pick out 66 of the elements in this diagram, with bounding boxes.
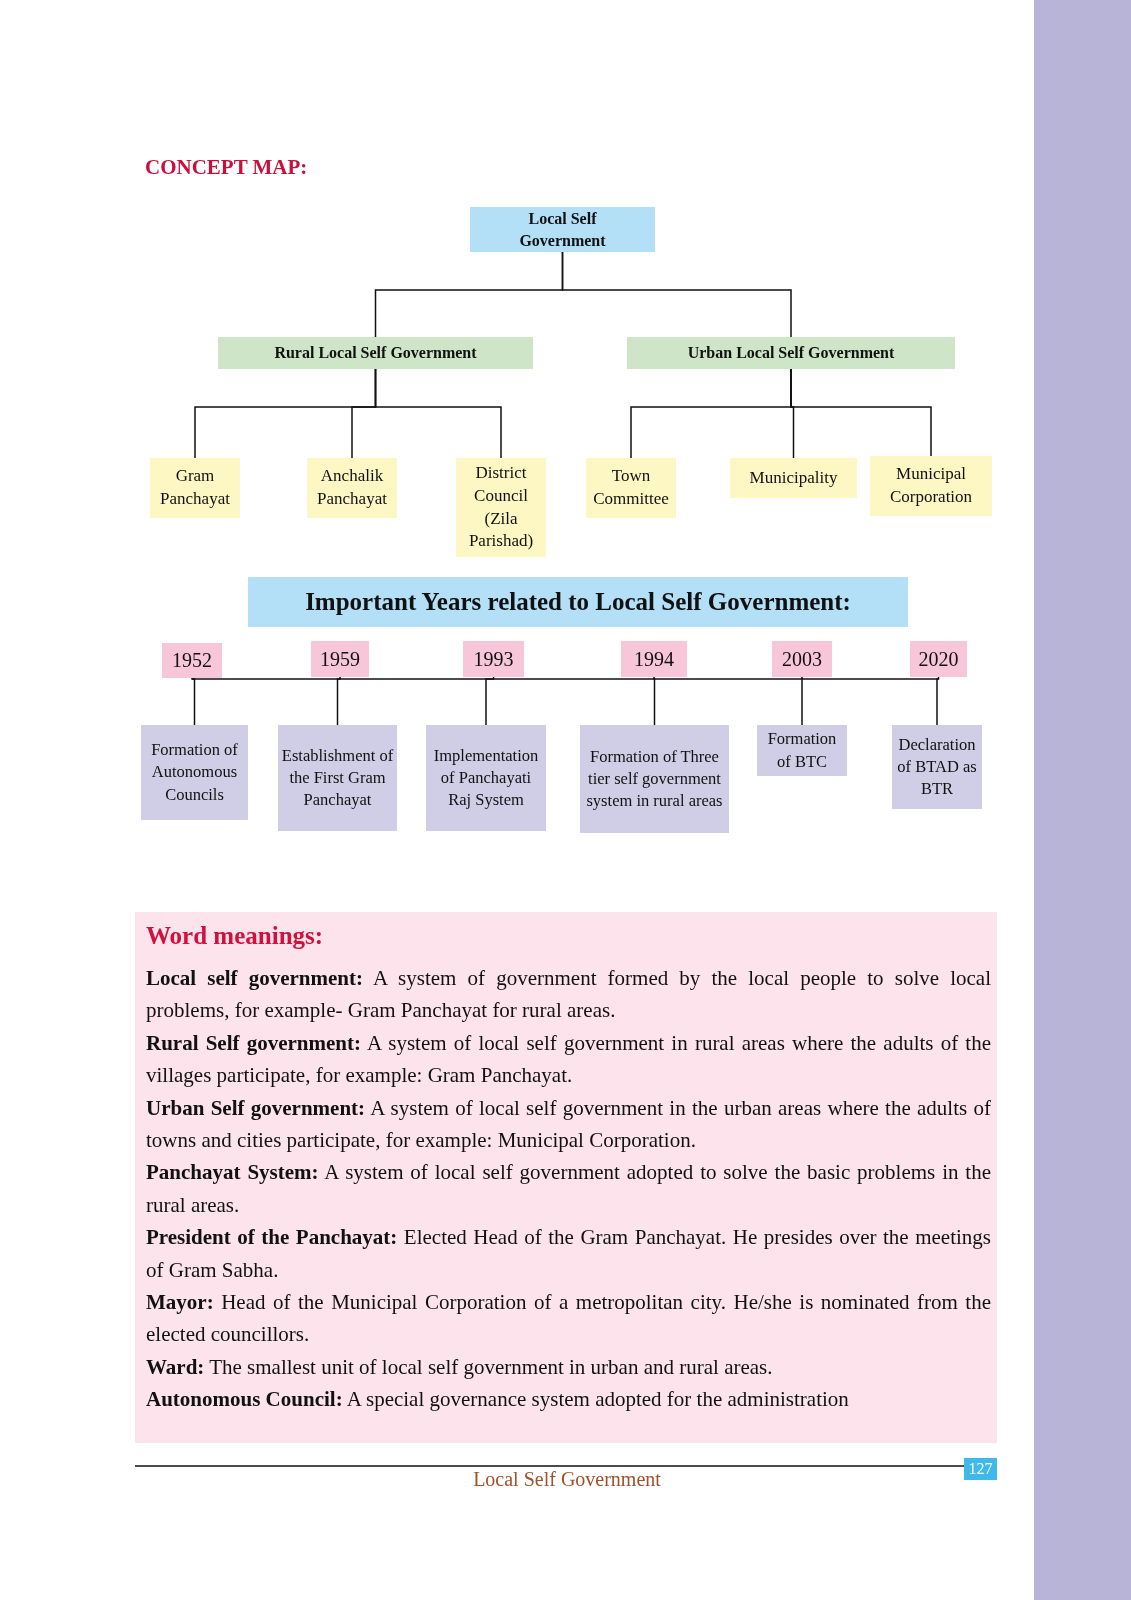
year-box xyxy=(772,641,832,677)
glossary-entry: Local self government: A system of government formed by the local people to solve local problems, for example- Gram Panchayat for rural areas. xyxy=(146,965,991,1025)
type-box xyxy=(870,456,992,516)
node-text: Urban Local Self Government xyxy=(686,343,896,364)
event-box xyxy=(278,725,397,831)
event-box xyxy=(757,725,847,776)
node-text: Local Self Government xyxy=(518,208,607,251)
node-text: Implementation of Panchayati Raj System xyxy=(432,744,540,812)
node-text: Declaration of BTAD as BTR xyxy=(896,733,978,801)
glossary-entry: Autonomous Council: A special governance system adopted for the administration xyxy=(146,1386,850,1414)
node-text: District Council (Zila Parishad) xyxy=(467,461,535,553)
node-text: Important Years related to Local Self Government: xyxy=(304,587,852,618)
glossary-entry: Mayor: Head of the Municipal Corporation of a metropolitan city. He/she is nominated from the elected councillors. xyxy=(146,1289,991,1349)
connector-line xyxy=(374,368,502,459)
connector-line xyxy=(191,677,196,726)
node-text: 2003 xyxy=(781,646,823,672)
type-box xyxy=(150,458,240,518)
node-text: Establishment of the First Gram Panchayat xyxy=(280,744,395,812)
node-text: 2020 xyxy=(917,646,960,672)
year-box xyxy=(463,641,524,677)
page-heading: CONCEPT MAP: xyxy=(145,155,308,180)
event-box xyxy=(580,725,729,833)
type-box xyxy=(730,458,857,498)
node-text: Gram Panchayat xyxy=(159,465,231,510)
glossary-entry: Panchayat System: A system of local self government adopted to solve the basic problems in the rural areas. xyxy=(146,1159,991,1219)
event-box xyxy=(426,725,546,831)
category-box xyxy=(218,337,533,369)
glossary-panel xyxy=(135,912,997,1443)
node-text: 1952 xyxy=(171,648,213,673)
panel-heading: Word meanings: xyxy=(146,921,325,951)
node-text: Formation of Autonomous Councils xyxy=(150,739,239,806)
node-text: Town Committee xyxy=(592,465,670,510)
page-number: 127 xyxy=(964,1458,997,1480)
type-box xyxy=(307,458,397,518)
year-box xyxy=(621,641,687,677)
node-text: Anchalik Panchayat xyxy=(316,465,388,510)
event-box xyxy=(892,725,982,809)
glossary-entry: Urban Self government: A system of local self government in the urban areas where the adults of towns and cities participate, for example: Municipal Corporation. xyxy=(146,1094,991,1155)
node-text: Formation of Three tier self government system in rural areas xyxy=(585,745,724,813)
node-text: Municipality xyxy=(748,466,839,489)
connector-line xyxy=(336,676,341,726)
node-text: 1994 xyxy=(633,646,675,672)
type-box xyxy=(586,458,676,518)
event-box xyxy=(141,725,248,820)
connector-line xyxy=(653,676,656,726)
year-box xyxy=(311,641,369,677)
connector-line xyxy=(561,251,792,338)
connector-line xyxy=(801,676,803,726)
node-text: Rural Local Self Government xyxy=(273,343,478,364)
glossary-entry: Ward: The smallest unit of local self government in urban and rural areas. xyxy=(146,1353,774,1381)
node-text: Formation of BTC xyxy=(766,728,838,773)
connector-line xyxy=(485,676,495,726)
node-text: 1959 xyxy=(319,646,361,672)
type-box xyxy=(456,458,546,557)
year-box xyxy=(910,641,967,677)
root-box xyxy=(470,207,655,252)
node-text: Municipal Corporation xyxy=(888,463,974,508)
section-banner xyxy=(248,577,908,627)
connector-line xyxy=(790,368,932,457)
footer-text: Local Self Government xyxy=(472,1468,662,1491)
node-text: 1993 xyxy=(472,646,515,672)
glossary-entry: Rural Self government: A system of local self government in rural areas where the adults of the villages participate, for example: Gram Panchayat. xyxy=(146,1029,991,1090)
category-box xyxy=(627,337,955,369)
glossary-entry: President of the Panchayat: Elected Head of the Gram Panchayat. He presides over the meetings of Gram Sabha. xyxy=(146,1224,991,1284)
connector-line xyxy=(936,676,940,726)
year-box xyxy=(162,643,222,678)
